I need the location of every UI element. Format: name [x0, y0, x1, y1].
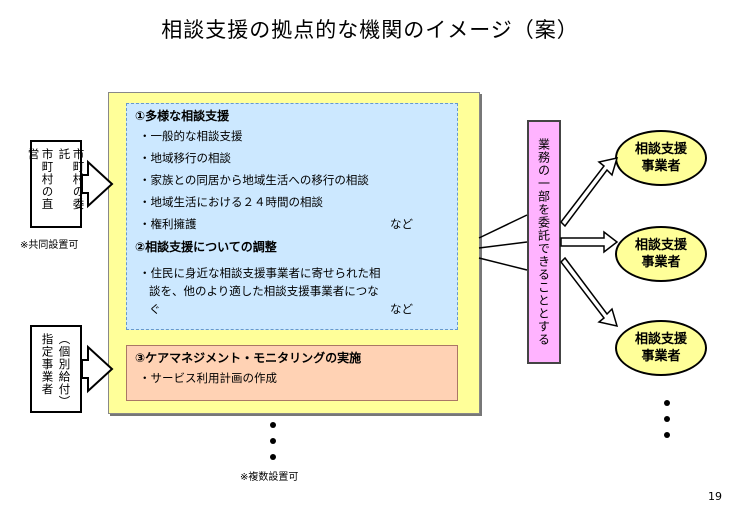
list-item: ・地域移行の相談 [139, 151, 231, 165]
care-management-panel: ③ケアマネジメント・モニタリングの実施 ・サービス利用計画の作成 [126, 345, 458, 401]
municipal-box: 市町村の委託 市町村の直営 [26, 140, 86, 228]
provider-label: 相談支援 [634, 142, 687, 157]
diverse-consultation-heading: ①多様な相談支援 [135, 109, 230, 123]
consultation-panel: ①多様な相談支援 ・一般的な相談支援 ・地域移行の相談 ・家族との同居から地域生… [126, 103, 458, 330]
care-management-heading: ③ケアマネジメント・モニタリングの実施 [135, 351, 362, 365]
provider-label: 事業者 [641, 349, 681, 364]
provider-label: 相談支援 [634, 238, 687, 253]
list-item: ・家族との同居から地域生活への移行の相談 [139, 173, 369, 187]
provider-label: 相談支援 [634, 332, 687, 347]
provider-oval: 相談支援 事業者 [615, 130, 707, 186]
adjust-line-row: ぐ など [149, 301, 449, 317]
designated-provider-label: 指定事業者 [40, 333, 55, 396]
list-item: ・地域生活における２４時間の相談 [139, 195, 323, 209]
provider-label: 事業者 [641, 255, 681, 270]
municipal-direct-label: 市町村の直営 [26, 148, 55, 211]
individual-benefit-label: （個別給付） [57, 333, 72, 408]
adjustment-heading: ②相談支援についての調整 [135, 240, 277, 254]
connector-line [478, 257, 528, 271]
arrow-right-icon [560, 230, 619, 254]
designated-provider-box: （個別給付） 指定事業者 [30, 325, 82, 413]
items-suffix: など [390, 217, 413, 231]
connector-line [478, 241, 528, 249]
municipal-commission-label: 市町村の委託 [57, 148, 86, 211]
adjust-line: ぐ [149, 302, 161, 316]
list-item: ・サービス利用計画の作成 [139, 371, 277, 385]
adjust-suffix: など [390, 302, 413, 316]
adjust-line: ・住民に身近な相談支援事業者に寄せられた相 [139, 266, 381, 280]
list-item: ・一般的な相談支援 [139, 129, 243, 143]
page-title: 相談支援の拠点的な機関のイメージ（案） [161, 18, 579, 42]
ellipsis-dot [270, 422, 276, 428]
outsourcing-bar: 業務の一部を委託できることとする [527, 120, 561, 364]
provider-oval: 相談支援 事業者 [615, 320, 707, 376]
outsourcing-label: 業務の一部を委託できることとする [536, 138, 551, 346]
provider-oval: 相談支援 事業者 [615, 226, 707, 282]
list-item: ・権利擁護 [139, 217, 197, 231]
provider-label: 事業者 [641, 159, 681, 174]
ellipsis-dot [664, 416, 670, 422]
adjust-line: 談を、他のより適した相談支援事業者につな [149, 284, 379, 298]
ellipsis-dot [270, 438, 276, 444]
multiple-setup-note: ※複数設置可 [240, 472, 299, 483]
ellipsis-dot [664, 432, 670, 438]
ellipsis-dot [270, 454, 276, 460]
joint-setup-note: ※共同設置可 [20, 240, 79, 251]
arrow-right-icon [81, 159, 114, 209]
connector-line [478, 214, 528, 239]
list-item-row: ・権利擁護 など [139, 216, 449, 232]
arrow-right-icon [560, 256, 619, 328]
arrow-right-icon [81, 344, 114, 394]
arrow-right-icon [560, 156, 619, 228]
ellipsis-dot [664, 400, 670, 406]
page-number: 19 [708, 490, 722, 503]
